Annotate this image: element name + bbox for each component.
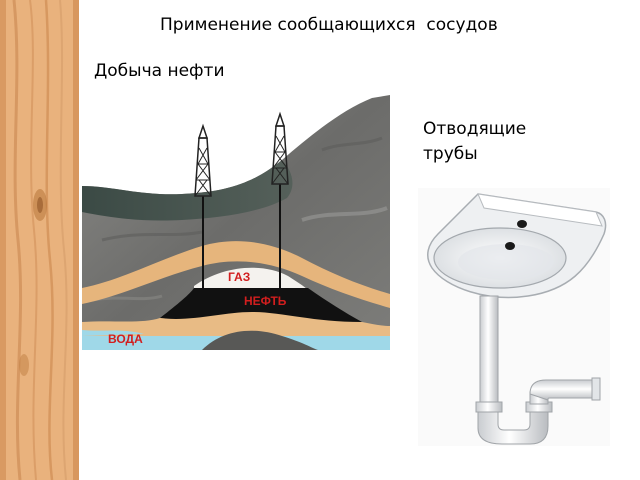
sand-layer-upper: [82, 241, 390, 308]
drain-pipes-caption-line1: Отводящие: [423, 119, 527, 139]
wood-panel-decoration: [0, 0, 79, 480]
oil-extraction-caption: Добыча нефти: [94, 61, 225, 81]
water-label: ВОДА: [108, 332, 143, 346]
oil-label: НЕФТЬ: [244, 294, 287, 308]
oil-derrick-right: [271, 111, 289, 304]
gas-label: ГАЗ: [228, 270, 250, 284]
sink-drain-illustration: [418, 188, 610, 446]
sink-basin: [426, 193, 607, 299]
drain-pipes-caption-line2: трубы: [423, 144, 478, 164]
oil-extraction-diagram: ГАЗ НЕФТЬ ВОДА: [82, 90, 390, 350]
oil-derrick-left: [194, 123, 212, 300]
drain-pipe: [475, 295, 601, 445]
slide-title: Применение сообщающихся сосудов: [160, 15, 498, 35]
dark-hill-layer: [82, 160, 293, 221]
drain-pipes-caption: Отводящие трубы: [423, 117, 603, 167]
sand-layer-lower: [82, 312, 390, 336]
